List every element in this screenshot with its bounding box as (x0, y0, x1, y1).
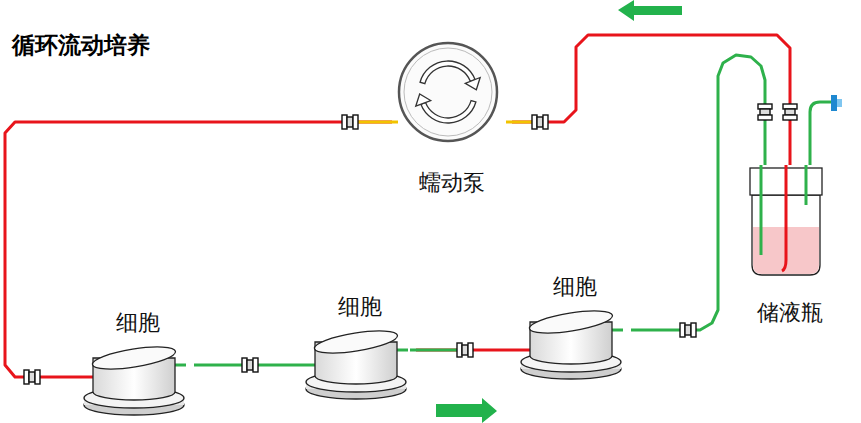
pump-housing (404, 48, 492, 136)
dish-lid (313, 327, 399, 358)
vent-tube (805, 165, 808, 205)
diagram-title: 循环流动培养 (12, 30, 150, 61)
tube-coupler (758, 104, 772, 120)
rotation-arrow (420, 61, 475, 84)
reservoir-bottle: 储液瓶 (742, 165, 838, 330)
tube-coupler (457, 343, 473, 357)
dish-lid (528, 307, 614, 338)
node-label: 蠕动泵 (392, 168, 512, 198)
tube-coupler (680, 323, 696, 337)
node-label: 细胞 (519, 272, 631, 302)
tube-coupler (24, 370, 40, 384)
node-label: 细胞 (304, 292, 416, 322)
vent-tube (810, 102, 832, 165)
couplers (24, 104, 797, 384)
rotation-arrowhead (416, 94, 431, 106)
node-label: 储液瓶 (742, 298, 838, 328)
peristaltic-pump: 蠕动泵 (392, 40, 512, 200)
air-filter (831, 95, 837, 111)
tube-segment (410, 349, 462, 352)
pump-housing (399, 43, 497, 141)
dish-lid (91, 343, 177, 374)
tube-connector (512, 35, 790, 165)
tube-connector (631, 55, 765, 330)
tube-coupler (342, 115, 358, 129)
tube-coupler (242, 358, 258, 372)
tube-coupler (783, 104, 797, 120)
node-label: 细胞 (82, 308, 194, 338)
flow-arrow (436, 398, 497, 423)
tube-coupler (532, 115, 548, 129)
rotation-arrowhead (465, 77, 480, 89)
cell-dish: 细胞 (304, 292, 416, 400)
air-filter (837, 99, 842, 107)
flow-arrow (618, 0, 682, 21)
draw-tube (782, 165, 786, 271)
return-tube (760, 165, 763, 255)
cell-dish: 细胞 (519, 272, 631, 380)
cell-dish: 细胞 (82, 308, 194, 416)
rotation-arrow (421, 101, 476, 123)
